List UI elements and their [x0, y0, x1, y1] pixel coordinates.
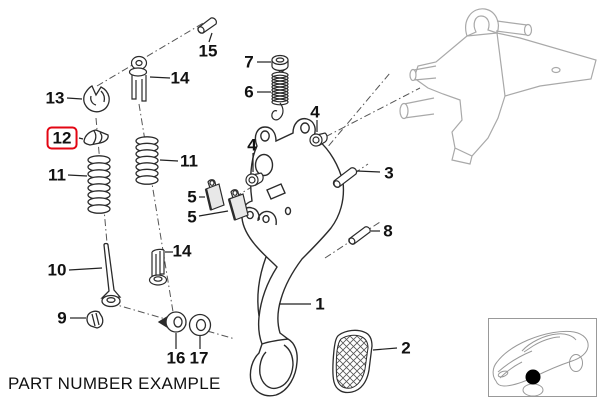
part-drawing-4-bushing-left	[245, 172, 264, 187]
part-label-11-middle[interactable]: 11	[180, 151, 198, 171]
leader-lines	[66, 32, 398, 351]
part-drawing-12-clip-highlighted	[83, 129, 109, 146]
part-label-2[interactable]: 2	[401, 338, 411, 358]
part-drawing-14-lower-bracket	[148, 248, 168, 286]
part-drawing-4-bushing-right	[309, 132, 328, 147]
part-label-8[interactable]: 8	[383, 221, 393, 241]
part-drawing-1-pedal-arm	[241, 117, 345, 397]
part-label-1[interactable]: 1	[315, 294, 325, 314]
part-label-15[interactable]: 15	[198, 41, 218, 61]
part-drawing-10-pivot-pin	[100, 242, 122, 308]
part-drawing-11-spring-left	[87, 155, 111, 214]
part-drawing-2-pedal-pad	[332, 329, 373, 394]
part-drawing-5-upper-stop	[204, 179, 225, 211]
part-drawing-15-pin	[197, 17, 217, 34]
part-drawing-support-bracket	[399, 8, 597, 165]
part-label-16[interactable]: 16	[166, 348, 186, 368]
part-label-9[interactable]: 9	[57, 308, 67, 328]
part-drawing-7-nut	[271, 54, 289, 72]
part-label-14-lower[interactable]: 14	[172, 241, 192, 261]
part-label-11-left[interactable]: 11	[48, 165, 66, 185]
part-drawing-13-clip	[83, 85, 110, 113]
caption-part-number-example: PART NUMBER EXAMPLE	[8, 374, 221, 393]
part-label-7[interactable]: 7	[244, 52, 254, 72]
location-dot-marker	[525, 369, 541, 385]
part-label-17[interactable]: 17	[189, 348, 209, 368]
thumbnail-border	[488, 318, 597, 397]
part-drawing-3-pin	[332, 167, 358, 188]
part-drawing-6-return-spring	[271, 65, 289, 121]
part-drawing-16-plug	[157, 311, 187, 333]
part-label-5-upper[interactable]: 5	[187, 187, 197, 207]
part-drawing-11-spring-middle	[135, 136, 159, 185]
part-label-4-lower[interactable]: 4	[247, 135, 257, 155]
part-label-5-lower[interactable]: 5	[187, 207, 197, 227]
part-label-12-highlighted[interactable]: 12	[46, 126, 78, 150]
part-drawing-14-upper-bracket	[128, 55, 148, 102]
part-drawing-9-clip	[86, 310, 104, 329]
part-label-10[interactable]: 10	[47, 260, 67, 280]
part-label-4-upper[interactable]: 4	[310, 102, 320, 122]
part-drawing-17-grommet	[188, 313, 212, 337]
car-outline-icon	[492, 330, 589, 397]
part-label-6[interactable]: 6	[244, 82, 254, 102]
part-drawing-8-pin	[348, 226, 371, 245]
part-drawing-5-lower-stop	[227, 189, 249, 221]
part-label-3[interactable]: 3	[384, 163, 394, 183]
car-location-thumbnail	[488, 318, 597, 397]
part-label-14-upper[interactable]: 14	[170, 68, 190, 88]
part-label-13[interactable]: 13	[45, 88, 65, 108]
